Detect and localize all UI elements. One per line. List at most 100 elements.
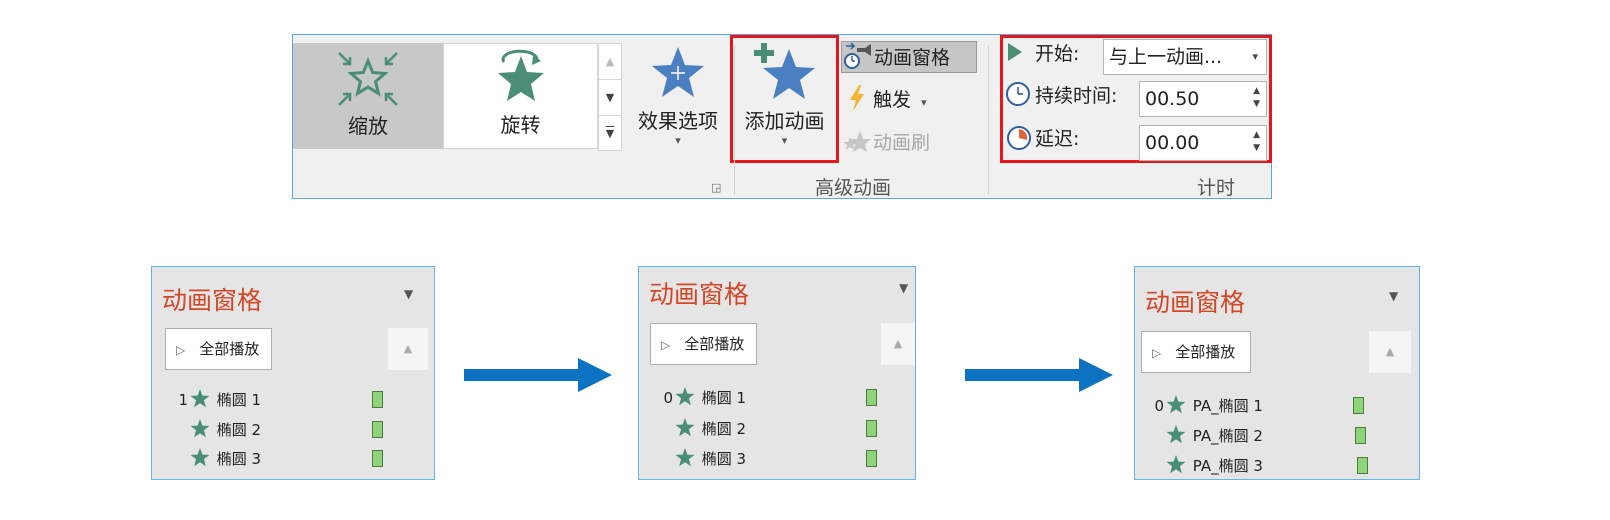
star-icon [1166,455,1188,478]
timeline-bar[interactable] [372,450,383,467]
timer-icon [1005,123,1035,156]
animation-pane-3: 动画窗格 ▼ ▷全部播放 ▲ 0 PA_椭圆 1 PA_椭圆 2 PA_椭圆 3 [1134,266,1420,480]
animation-painter-label: 动画刷 [873,132,931,154]
item-order-number: 0 [663,389,673,407]
duration-input[interactable]: 00.50 ▲ ▼ [1139,81,1267,117]
pane-menu-chevron-icon[interactable]: ▼ [899,281,909,295]
list-item[interactable]: 1 椭圆 1 [176,389,261,413]
list-item[interactable]: PA_椭圆 2 [1152,425,1263,449]
list-item[interactable]: 椭圆 2 [176,419,261,443]
item-name: 椭圆 2 [216,421,262,439]
pane-menu-chevron-icon[interactable]: ▼ [1389,289,1399,303]
duration-value: 00.50 [1145,88,1200,110]
pane-scroll-up-button[interactable]: ▲ [881,323,915,365]
star-icon [675,387,697,410]
delay-row: 延迟: 00.00 ▲ ▼ [1005,123,1267,161]
start-row: 开始: 与上一动画... ▾ [1005,39,1267,75]
delay-value: 00.00 [1145,132,1200,154]
timeline-bar[interactable] [372,421,383,438]
item-name: PA_椭圆 1 [1192,397,1263,415]
lightning-icon [841,84,873,117]
add-animation-star-icon [753,43,815,99]
star-icon [675,448,697,471]
animation-pane-button[interactable]: 动画窗格 [841,41,977,73]
animation-pane-2: 动画窗格 ▼ ▷ 全部播放 ▲ 0 椭圆 1 椭圆 2 椭圆 3 [638,266,916,480]
gallery-more-button[interactable]: ▼ [605,127,615,140]
star-icon [190,389,212,412]
list-item[interactable]: 0 椭圆 1 [661,387,746,411]
item-name: 椭圆 1 [701,389,747,407]
add-animation-button[interactable]: 添加动画 ▾ [733,41,836,159]
group-divider [988,45,989,195]
clock-icon [1005,81,1035,112]
gallery-item-zoom[interactable]: 缩放 [293,43,443,149]
item-name: 椭圆 3 [216,450,262,468]
pane-title: 动画窗格 [649,280,750,309]
pane-title: 动画窗格 [1145,288,1246,317]
timeline-bar[interactable] [372,391,383,408]
gallery-scroll-up-button[interactable]: ▲ [599,44,621,80]
play-all-label: 全部播放 [199,340,260,358]
add-animation-highlight [730,35,839,163]
duration-row: 持续时间: 00.50 ▲ ▼ [1005,81,1267,117]
start-select[interactable]: 与上一动画... ▾ [1103,39,1267,75]
play-all-label: 全部播放 [1175,343,1236,361]
animation-pane-label: 动画窗格 [874,47,951,69]
timeline-bar[interactable] [1357,457,1368,474]
timeline-bar[interactable] [1355,427,1366,444]
effect-options-label: 效果选项 [638,109,718,133]
chevron-down-icon: ▾ [1252,50,1258,63]
animation-painter-icon [841,127,873,160]
play-all-label: 全部播放 [684,335,745,353]
gallery-item-rotate[interactable]: 旋转 [443,43,598,149]
dialog-launcher-icon[interactable]: ◲ [711,181,722,194]
trigger-button[interactable]: 触发 ▾ [841,84,927,116]
item-order-number: 1 [178,391,188,409]
star-icon [675,418,697,441]
list-item[interactable]: 椭圆 2 [661,418,746,442]
timeline-bar[interactable] [866,420,877,437]
rotate-star-icon [497,49,544,101]
item-name: PA_椭圆 3 [1192,457,1263,475]
star-icon [190,419,212,442]
play-outline-icon: ▷ [661,338,671,352]
item-order-number: 0 [1154,397,1164,415]
timeline-bar[interactable] [1353,397,1364,414]
star-icon [1166,425,1188,448]
pane-menu-chevron-icon[interactable]: ▼ [404,287,414,301]
spin-up-icon[interactable]: ▲ [1253,86,1260,96]
timing-highlight [1000,35,1272,163]
chevron-down-icon: ▾ [921,96,927,109]
animation-painter-button[interactable]: 动画刷 [841,127,930,159]
delay-input[interactable]: 00.00 ▲ ▼ [1139,125,1267,161]
effect-options-button[interactable]: 效果选项 ▾ [628,43,728,161]
play-all-button[interactable]: ▷全部播放 [165,328,272,370]
delay-spinner[interactable]: ▲ ▼ [1253,129,1260,155]
spin-down-icon[interactable]: ▼ [1253,143,1260,153]
delay-label: 延迟: [1035,128,1080,150]
play-all-button[interactable]: ▷全部播放 [1141,331,1251,373]
spin-down-icon[interactable]: ▼ [1253,99,1260,109]
list-item[interactable]: 椭圆 3 [176,448,261,472]
pane-scroll-up-button[interactable]: ▲ [388,328,428,370]
effect-options-star-icon [652,47,704,97]
gallery-scrollbar: ▲ ▼ ▼ [598,43,622,151]
trigger-label: 触发 [873,89,912,111]
list-item[interactable]: 0 PA_椭圆 1 [1152,395,1263,419]
item-name: PA_椭圆 2 [1192,427,1263,445]
pane-title: 动画窗格 [162,286,263,315]
list-item[interactable]: PA_椭圆 3 [1152,455,1263,479]
pane-scroll-up-button[interactable]: ▲ [1369,331,1411,373]
item-name: 椭圆 3 [701,450,747,468]
timeline-bar[interactable] [866,450,877,467]
spin-up-icon[interactable]: ▲ [1253,130,1260,140]
duration-spinner[interactable]: ▲ ▼ [1253,85,1260,111]
play-all-button[interactable]: ▷ 全部播放 [650,323,757,365]
play-triangle-icon [1005,40,1035,69]
timeline-bar[interactable] [866,389,877,406]
duration-label: 持续时间: [1035,85,1118,107]
start-select-value: 与上一动画... [1109,46,1223,68]
list-item[interactable]: 椭圆 3 [661,448,746,472]
gallery-item-zoom-label: 缩放 [348,114,388,138]
gallery-scroll-down-button[interactable]: ▼ [599,80,621,116]
